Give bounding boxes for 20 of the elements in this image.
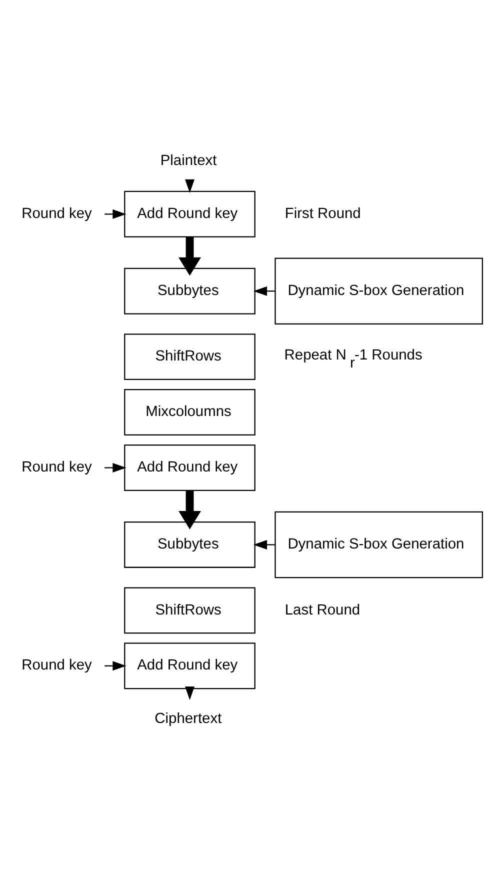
node-box: Mixcoloumns [124, 388, 256, 435]
label: Last Round [284, 602, 360, 618]
node-text: Round key [22, 205, 92, 222]
node-box: Subbytes [124, 521, 256, 568]
node-box: Subbytes [124, 267, 256, 314]
node-box: Dynamic S-box Generation [274, 257, 483, 324]
node-box: Dynamic S-box Generation [274, 510, 483, 578]
arrow [178, 236, 201, 276]
node-text: Plaintext [160, 152, 217, 168]
node-text: Ciphertext [154, 710, 222, 726]
node-text: Round key [22, 657, 92, 674]
arrow [253, 539, 275, 549]
node-box: ShiftRows [124, 586, 256, 634]
arrow [104, 462, 126, 472]
label: First Round [284, 205, 361, 222]
node-box: Add Round key [124, 444, 256, 490]
node-box: ShiftRows [124, 333, 256, 380]
arrow [178, 490, 201, 529]
node-box: Add Round key [124, 190, 256, 237]
node-text: Round key [22, 459, 92, 476]
